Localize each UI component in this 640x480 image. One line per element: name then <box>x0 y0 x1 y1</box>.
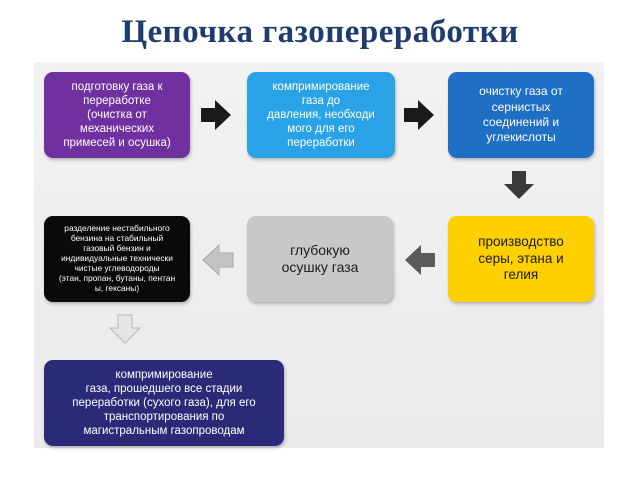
step-desulfurization-label: очистку газа от сернистых соединений и у… <box>479 84 563 145</box>
step-compression-label: компримирование газа до давления, необхо… <box>267 80 375 150</box>
step-desulfurization: очистку газа от сернистых соединений и у… <box>448 72 594 158</box>
step-dry-gas-compression-label: компримирование газа, прошедшего все ста… <box>72 368 256 438</box>
page-title: Цепочка газопереработки <box>121 14 519 50</box>
arrow-down-icon <box>108 314 142 344</box>
step-sulfur-ethane-helium-label: производство серы, этана и гелия <box>478 234 564 283</box>
step-gas-preparation-label: подготовку газа к переработке (очистка о… <box>63 80 171 150</box>
step-deep-drying: глубокую осушку газа <box>247 216 393 302</box>
arrow-right-icon <box>201 100 231 130</box>
arrow-left-icon <box>405 245 435 275</box>
step-gas-preparation: подготовку газа к переработке (очистка о… <box>44 72 190 158</box>
step-sulfur-ethane-helium: производство серы, этана и гелия <box>448 216 594 302</box>
step-compression: компримирование газа до давления, необхо… <box>247 72 395 158</box>
arrow-right-icon <box>404 100 434 130</box>
arrow-down-icon <box>504 171 534 199</box>
step-dry-gas-compression: компримирование газа, прошедшего все ста… <box>44 360 284 446</box>
step-gasoline-separation: разделение нестабильного бензина на стаб… <box>44 216 190 302</box>
arrow-left-icon <box>202 243 234 277</box>
step-gasoline-separation-label: разделение нестабильного бензина на стаб… <box>58 223 176 293</box>
step-deep-drying-label: глубокую осушку газа <box>281 241 359 276</box>
